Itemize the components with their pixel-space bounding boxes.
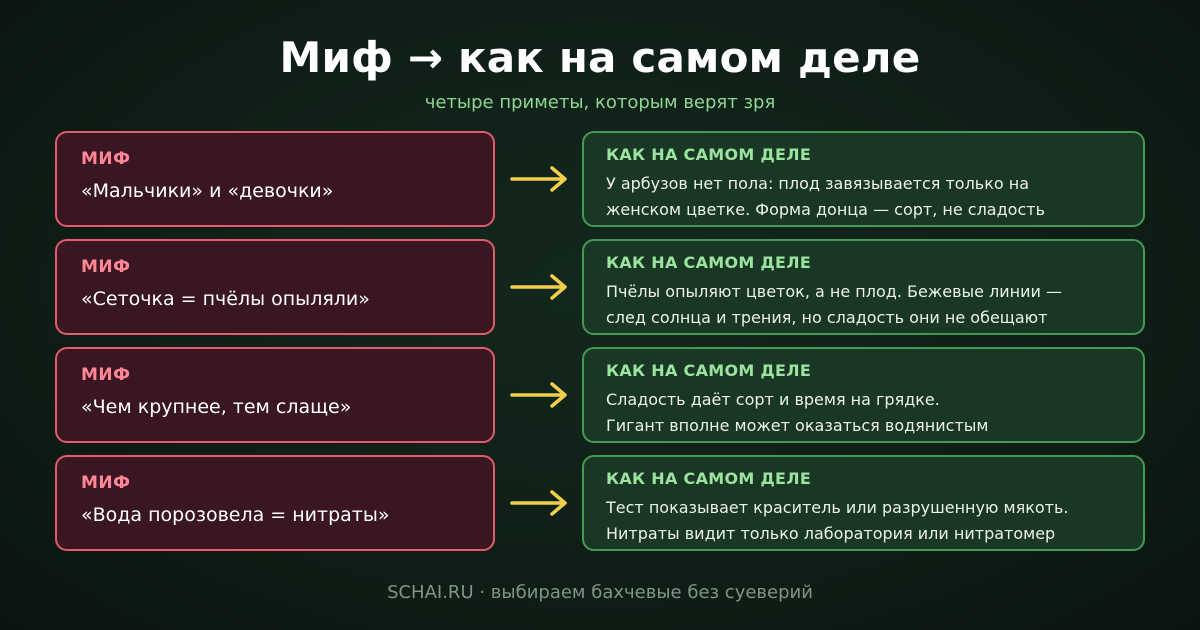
fact-line: женском цветке. Форма донца — сорт, не с… xyxy=(606,200,1045,219)
fact-text: У арбузов нет пола: плод завязывается то… xyxy=(606,171,1126,223)
fact-line: след солнца и трения, но сладость они не… xyxy=(606,308,1048,327)
fact-label: КАК НА САМОМ ДЕЛЕ xyxy=(606,469,812,488)
fact-label: КАК НА САМОМ ДЕЛЕ xyxy=(606,145,812,164)
fact-card: КАК НА САМОМ ДЕЛЕ У арбузов нет пола: пл… xyxy=(582,131,1145,227)
myth-card: МИФ «Мальчики» и «девочки» xyxy=(55,131,495,227)
myth-label: МИФ xyxy=(81,257,131,277)
myth-card: МИФ «Сеточка = пчёлы опыляли» xyxy=(55,239,495,335)
footer-text: SCHAI.RU · выбираем бахчевые без суевери… xyxy=(387,582,813,603)
fact-line: У арбузов нет пола: плод завязывается то… xyxy=(606,174,1030,193)
fact-line: Пчёлы опыляют цветок, а не плод. Бежевые… xyxy=(606,282,1063,301)
fact-line: Нитраты видит только лаборатория или нит… xyxy=(606,524,1056,543)
fact-line: Тест показывает краситель или разрушенну… xyxy=(606,498,1069,517)
myth-card: МИФ «Вода порозовела = нитраты» xyxy=(55,455,495,551)
fact-card: КАК НА САМОМ ДЕЛЕ Пчёлы опыляют цветок, … xyxy=(582,239,1145,335)
fact-label: КАК НА САМОМ ДЕЛЕ xyxy=(606,253,812,272)
myth-row: МИФ «Чем крупнее, тем слаще» КАК НА САМО… xyxy=(0,347,1200,443)
myth-row: МИФ «Вода порозовела = нитраты» КАК НА С… xyxy=(0,455,1200,551)
myth-text: «Чем крупнее, тем слаще» xyxy=(81,396,352,418)
page-subtitle: четыре приметы, которым верят зря xyxy=(424,92,776,113)
arrow-right-icon xyxy=(510,274,567,300)
myth-label: МИФ xyxy=(81,149,131,169)
arrow-right-icon xyxy=(510,166,567,192)
myth-label: МИФ xyxy=(81,473,131,493)
myth-card: МИФ «Чем крупнее, тем слаще» xyxy=(55,347,495,443)
page-title: Миф → как на самом деле xyxy=(279,33,921,82)
myth-text: «Сеточка = пчёлы опыляли» xyxy=(81,288,370,310)
fact-card: КАК НА САМОМ ДЕЛЕ Сладость даёт сорт и в… xyxy=(582,347,1145,443)
myth-label: МИФ xyxy=(81,365,131,385)
fact-text: Тест показывает краситель или разрушенну… xyxy=(606,495,1126,547)
arrow-right-icon xyxy=(510,382,567,408)
myth-text: «Вода порозовела = нитраты» xyxy=(81,504,390,526)
arrow-right-icon xyxy=(510,490,567,516)
fact-line: Гигант вполне может оказаться водянистым xyxy=(606,416,989,435)
fact-text: Сладость даёт сорт и время на грядке. Ги… xyxy=(606,387,1126,439)
myth-row: МИФ «Сеточка = пчёлы опыляли» КАК НА САМ… xyxy=(0,239,1200,335)
myth-text: «Мальчики» и «девочки» xyxy=(81,180,334,202)
fact-text: Пчёлы опыляют цветок, а не плод. Бежевые… xyxy=(606,279,1126,331)
fact-card: КАК НА САМОМ ДЕЛЕ Тест показывает красит… xyxy=(582,455,1145,551)
fact-line: Сладость даёт сорт и время на грядке. xyxy=(606,390,940,409)
myth-row: МИФ «Мальчики» и «девочки» КАК НА САМОМ … xyxy=(0,131,1200,227)
fact-label: КАК НА САМОМ ДЕЛЕ xyxy=(606,361,812,380)
